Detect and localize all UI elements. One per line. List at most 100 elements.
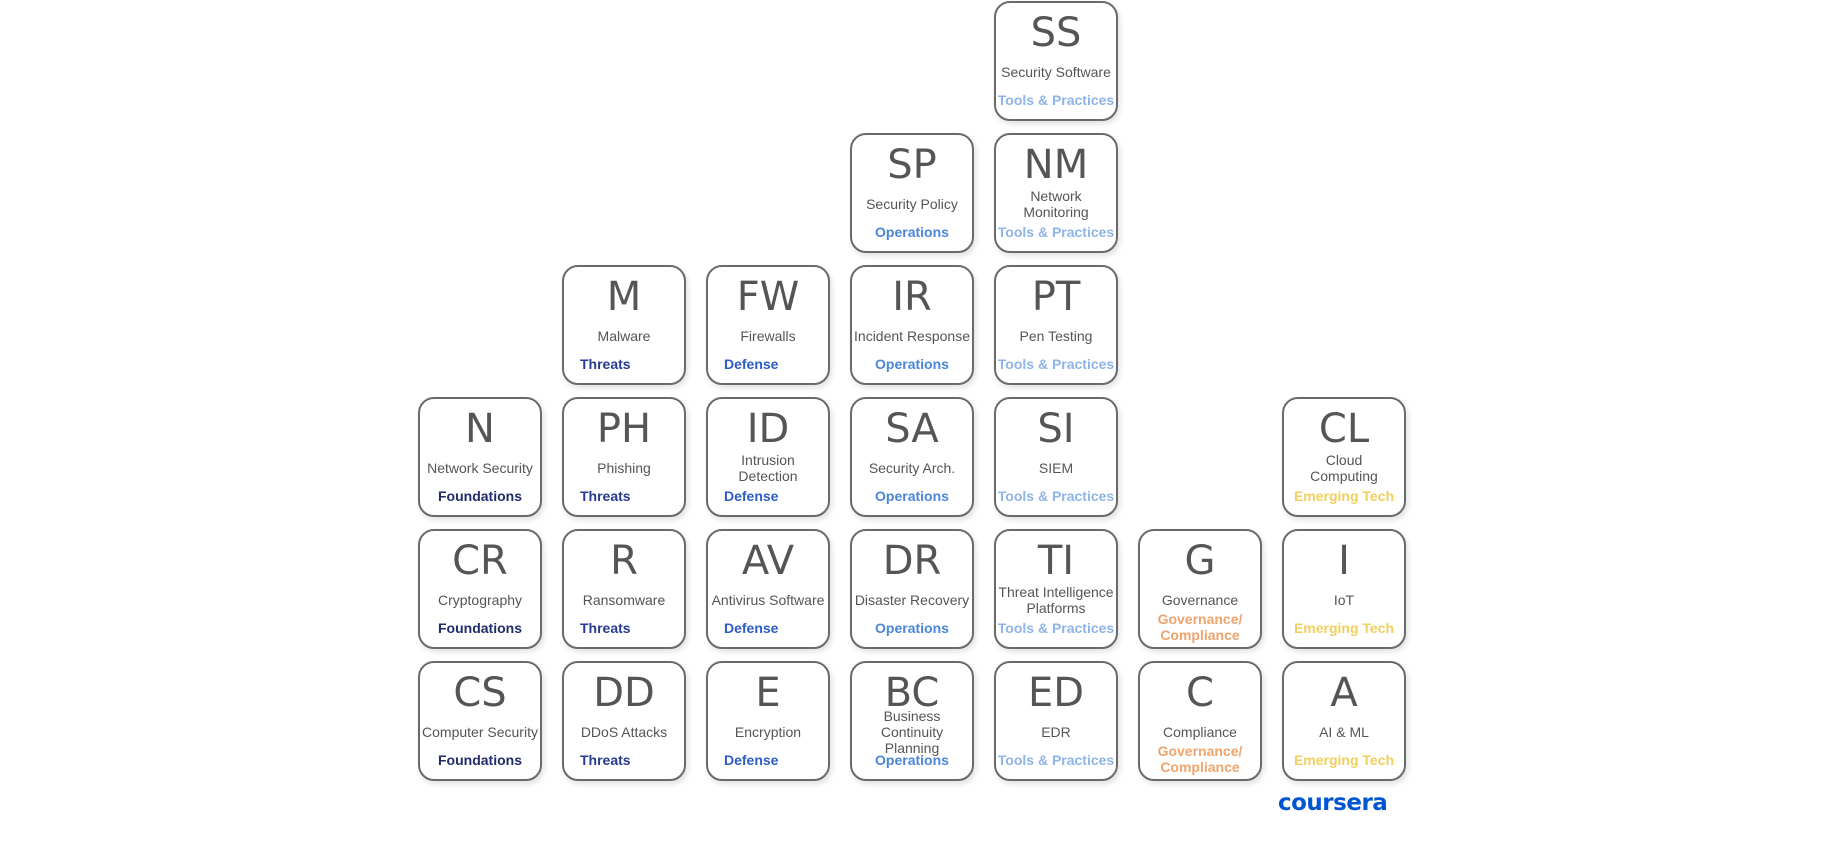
tile-category: Tools & Practices [997, 224, 1115, 240]
tile-category: Operations [875, 356, 949, 372]
tile-firewalls: FW Firewalls Defense [706, 265, 830, 385]
tile-category: Operations [875, 620, 949, 636]
tile-name: Cloud Computing [1284, 452, 1404, 484]
tile-abbr: M [606, 274, 642, 320]
tile-name: Intrusion Detection [708, 452, 828, 484]
tile-threat-intelligence: TI Threat Intelligence Platforms Tools &… [994, 529, 1118, 649]
tile-name: Business Continuity Planning [852, 708, 972, 756]
tile-abbr: DR [882, 538, 942, 584]
tile-name: IoT [1333, 592, 1355, 608]
coursera-logo: coursera [1278, 790, 1388, 816]
tile-malware: M Malware Threats [562, 265, 686, 385]
tile-abbr: TI [1037, 538, 1075, 584]
tile-abbr: SA [885, 406, 939, 452]
tile-network-security: N Network Security Foundations [418, 397, 542, 517]
tile-name: Security Policy [866, 196, 958, 212]
tile-abbr: PT [1031, 274, 1081, 320]
tile-security-software: SS Security Software Tools & Practices [994, 1, 1118, 121]
tile-intrusion-detection: ID Intrusion Detection Defense [706, 397, 830, 517]
tile-name: Antivirus Software [711, 592, 825, 608]
tile-name-line: Business [883, 708, 941, 724]
tile-category: Tools & Practices [997, 356, 1115, 372]
tile-iot: I IoT Emerging Tech [1282, 529, 1406, 649]
tile-name: Network Security [427, 460, 533, 476]
tile-category: Foundations [438, 488, 522, 504]
tile-category: Defense [724, 620, 779, 636]
tile-category: Emerging Tech [1293, 752, 1395, 768]
tile-computer-security: CS Computer Security Foundations [418, 661, 542, 781]
tile-security-policy: SP Security Policy Operations [850, 133, 974, 253]
tile-abbr: CR [452, 538, 508, 584]
tile-name: Encryption [734, 724, 802, 740]
tile-category: Operations [875, 224, 949, 240]
tile-name-line: Computing [1310, 468, 1378, 484]
tile-abbr: AV [741, 538, 795, 584]
tile-abbr: ED [1027, 670, 1085, 716]
tile-ddos-attacks: DD DDoS Attacks Threats [562, 661, 686, 781]
tile-name-line: Intrusion [741, 452, 795, 468]
tile-abbr: DD [593, 670, 655, 716]
tile-category: Operations [875, 488, 949, 504]
tile-abbr: IR [892, 274, 932, 320]
tile-category: Tools & Practices [997, 488, 1115, 504]
tile-cloud-computing: CL Cloud Computing Emerging Tech [1282, 397, 1406, 517]
tile-name: AI & ML [1319, 724, 1369, 740]
tile-abbr: SS [1030, 10, 1082, 56]
tile-compliance: C Compliance Governance/ Compliance [1138, 661, 1262, 781]
tile-abbr: ID [746, 406, 790, 452]
tile-incident-response: IR Incident Response Operations [850, 265, 974, 385]
tile-category: Governance/ Compliance [1140, 743, 1260, 775]
tile-abbr: CS [453, 670, 507, 716]
tile-abbr: SI [1037, 406, 1075, 452]
tile-abbr: BC [884, 670, 940, 716]
tile-abbr: CL [1318, 406, 1370, 452]
tile-business-continuity: BC Business Continuity Planning Operatio… [850, 661, 974, 781]
tile-abbr: SP [887, 142, 937, 188]
tile-category-line: Compliance [1160, 759, 1240, 775]
tile-category: Operations [875, 752, 949, 768]
tile-name: Computer Security [422, 724, 538, 740]
tile-name-line: Platforms [1026, 600, 1086, 616]
tile-name: Security Arch. [868, 460, 956, 476]
tile-abbr: R [610, 538, 638, 584]
tile-cryptography: CR Cryptography Foundations [418, 529, 542, 649]
tile-name: Threat Intelligence Platforms [996, 584, 1116, 616]
tile-name-line: Detection [738, 468, 798, 484]
tile-category: Defense [724, 752, 779, 768]
tile-name: Compliance [1163, 724, 1237, 740]
tile-category-line: Governance/ [1157, 743, 1243, 759]
tile-category: Threats [580, 620, 631, 636]
tile-category: Foundations [438, 620, 522, 636]
tile-name: Ransomware [582, 592, 666, 608]
tile-name: Malware [597, 328, 651, 344]
tile-name-line: Network [1030, 188, 1082, 204]
tile-name: SIEM [1038, 460, 1074, 476]
tile-category: Emerging Tech [1293, 488, 1395, 504]
tile-abbr: E [755, 670, 781, 716]
tile-security-arch: SA Security Arch. Operations [850, 397, 974, 517]
tile-abbr: N [465, 406, 495, 452]
tile-siem: SI SIEM Tools & Practices [994, 397, 1118, 517]
tile-name: Cryptography [437, 592, 523, 608]
tile-edr: ED EDR Tools & Practices [994, 661, 1118, 781]
tile-name: Firewalls [740, 328, 796, 344]
tile-name-line: Cloud [1325, 452, 1363, 468]
tile-name: Governance [1161, 592, 1239, 608]
tile-category: Emerging Tech [1293, 620, 1395, 636]
tile-category-line: Governance/ [1157, 611, 1243, 627]
tile-name: Disaster Recovery [854, 592, 970, 608]
tile-category: Defense [724, 488, 779, 504]
tile-category: Threats [580, 488, 631, 504]
tile-abbr: FW [736, 274, 800, 320]
tile-category-line: Compliance [1160, 627, 1240, 643]
tile-category: Threats [580, 356, 631, 372]
tile-encryption: E Encryption Defense [706, 661, 830, 781]
tile-name: Phishing [597, 460, 651, 476]
tile-name-line: Continuity Planning [880, 724, 944, 756]
tile-ransomware: R Ransomware Threats [562, 529, 686, 649]
tile-category: Governance/ Compliance [1140, 611, 1260, 643]
tile-name: Network Monitoring [996, 188, 1116, 220]
tile-category: Threats [580, 752, 631, 768]
tile-abbr: NM [1023, 142, 1089, 188]
tile-category: Foundations [438, 752, 522, 768]
